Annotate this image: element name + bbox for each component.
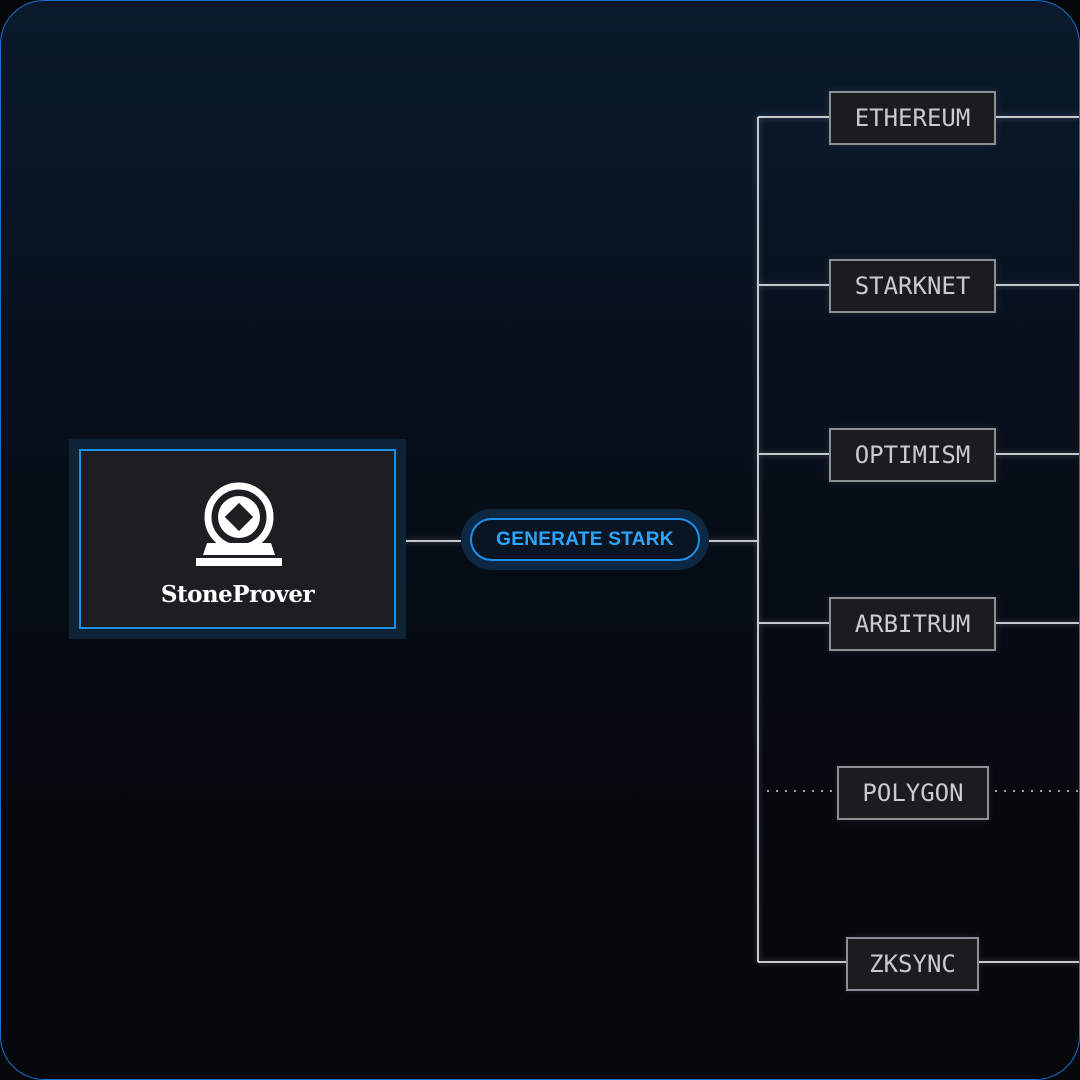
stone-prover-logo-icon [196,482,282,566]
chain-starknet: STARKNET [829,259,996,313]
generate-stark-pill: GENERATE STARK [461,509,709,570]
prover-name: StoneProver [160,581,315,608]
chain-arbitrum: ARBITRUM [829,597,996,651]
generate-stark-label: GENERATE STARK [470,518,700,561]
prover-card-inner: StoneProver [79,449,396,629]
prover-card: StoneProver [69,439,406,639]
chain-optimism: OPTIMISM [829,428,996,482]
chain-ethereum: ETHEREUM [829,91,996,145]
chain-zksync: ZKSYNC [846,937,979,991]
chain-polygon: POLYGON [837,766,989,820]
